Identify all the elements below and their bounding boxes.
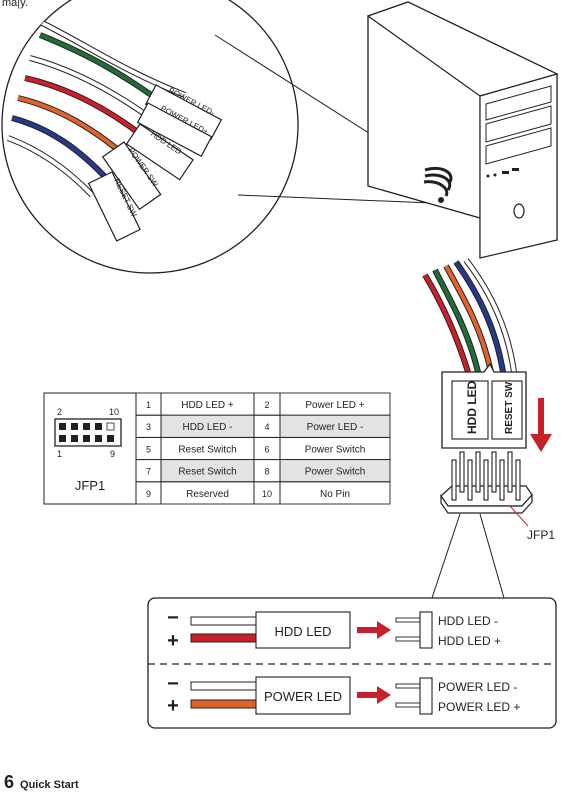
pin-number: 3 bbox=[146, 422, 151, 432]
right-arrow-icon bbox=[357, 686, 391, 704]
pin-number: 6 bbox=[264, 444, 269, 454]
pin-function: Power LED + bbox=[305, 400, 364, 411]
plus-sign: + bbox=[167, 630, 179, 652]
pin-number: 1 bbox=[146, 400, 151, 410]
pin-number-1: 1 bbox=[57, 449, 62, 459]
row-shading bbox=[280, 459, 390, 482]
hdd-led-wiring-row: − + HDD LED HDD LED - HDD LED + bbox=[167, 607, 501, 652]
page-footer: 6 Quick Start bbox=[4, 772, 79, 793]
pin-table-row: 9 Reserved 10 No Pin bbox=[135, 481, 391, 505]
row-shading bbox=[280, 415, 390, 438]
pin-number: 4 bbox=[264, 422, 269, 432]
insert-arrow-icon bbox=[530, 398, 552, 452]
wiring-leader-left bbox=[431, 513, 461, 599]
minus-sign: − bbox=[167, 673, 179, 695]
pin-number-2: 2 bbox=[57, 407, 62, 417]
right-arrow-icon bbox=[357, 621, 391, 639]
pin-number: 5 bbox=[146, 444, 151, 454]
connector-wires bbox=[422, 258, 517, 373]
jfp1-header-pins bbox=[440, 451, 533, 514]
minus-sign: − bbox=[167, 607, 179, 629]
plus-sign: + bbox=[167, 695, 179, 717]
section-title: Quick Start bbox=[20, 779, 79, 791]
cutoff-text: ma|y. bbox=[2, 0, 28, 9]
power-led-wiring-row: − + POWER LED POWER LED - POWER LED + bbox=[167, 673, 520, 717]
pin-function: Power Switch bbox=[305, 444, 366, 455]
pin-function: Reset Switch bbox=[178, 444, 236, 455]
pin-number: 9 bbox=[146, 489, 151, 499]
wiring-leader-right bbox=[479, 513, 505, 599]
jfp1-pin-table: 2 10 1 9 JFP1 1 HDD LED + 2 Power LED + 3 HDD… bbox=[43, 392, 391, 505]
connector-label-hdd-led: HDD LED bbox=[465, 380, 479, 434]
pin-function: Power Switch bbox=[305, 467, 366, 478]
row-shading bbox=[161, 415, 254, 438]
jfp1-pointer bbox=[509, 505, 529, 527]
pin-number: 10 bbox=[262, 489, 272, 499]
callout-leader-bottom bbox=[237, 194, 433, 204]
pin-table-row: 5 Reset Switch 6 Power Switch bbox=[135, 436, 391, 461]
pin-function: Reset Switch bbox=[178, 467, 236, 478]
pin-number-10: 10 bbox=[109, 407, 119, 417]
pin-number: 7 bbox=[146, 467, 151, 477]
pin-rows: 1 HDD LED + 2 Power LED + 3 HDD LED - 4 Power L… bbox=[135, 392, 391, 505]
pin-function: No Pin bbox=[320, 489, 350, 500]
pin-number: 2 bbox=[264, 400, 269, 410]
page-number: 6 bbox=[4, 772, 15, 792]
pin-label-plus: POWER LED + bbox=[438, 700, 520, 714]
pin-number-9: 9 bbox=[110, 449, 115, 459]
pin-function: HDD LED - bbox=[182, 422, 232, 433]
pin-function: Power LED - bbox=[307, 422, 364, 433]
pin-function: HDD LED + bbox=[181, 400, 234, 411]
wiring-detail-box: − + HDD LED HDD LED - HDD LED + − + POWE… bbox=[147, 597, 557, 729]
connector-name: POWER LED bbox=[264, 689, 342, 704]
pin-number: 8 bbox=[264, 467, 269, 477]
pin-table-row: 1 HDD LED + 2 Power LED + bbox=[135, 392, 391, 416]
table-cell bbox=[279, 481, 391, 505]
jfp1-callout-label: JFP1 bbox=[527, 528, 555, 542]
pin-label-plus: HDD LED + bbox=[438, 634, 501, 648]
header-pin-diagram bbox=[54, 418, 122, 447]
connector-housing: HDD LED RESET SW bbox=[441, 362, 527, 449]
pc-tower bbox=[366, 1, 559, 259]
pin-function: Reserved bbox=[186, 489, 229, 500]
row-shading bbox=[161, 459, 254, 482]
pin-table-row: 3 HDD LED - 4 Power LED - bbox=[135, 414, 391, 438]
connector-label-reset-sw: RESET SW bbox=[504, 381, 515, 434]
connector-name: HDD LED bbox=[274, 624, 331, 639]
pin-table-row: 7 Reset Switch 8 Power Switch bbox=[135, 459, 391, 483]
pin-label-minus: POWER LED - bbox=[438, 680, 517, 694]
pin-label-minus: HDD LED - bbox=[438, 614, 498, 628]
header-name: JFP1 bbox=[75, 478, 105, 493]
zoom-callout: POWER LED- POWER LED+ HDD LED POWER SW R… bbox=[1, 0, 299, 274]
